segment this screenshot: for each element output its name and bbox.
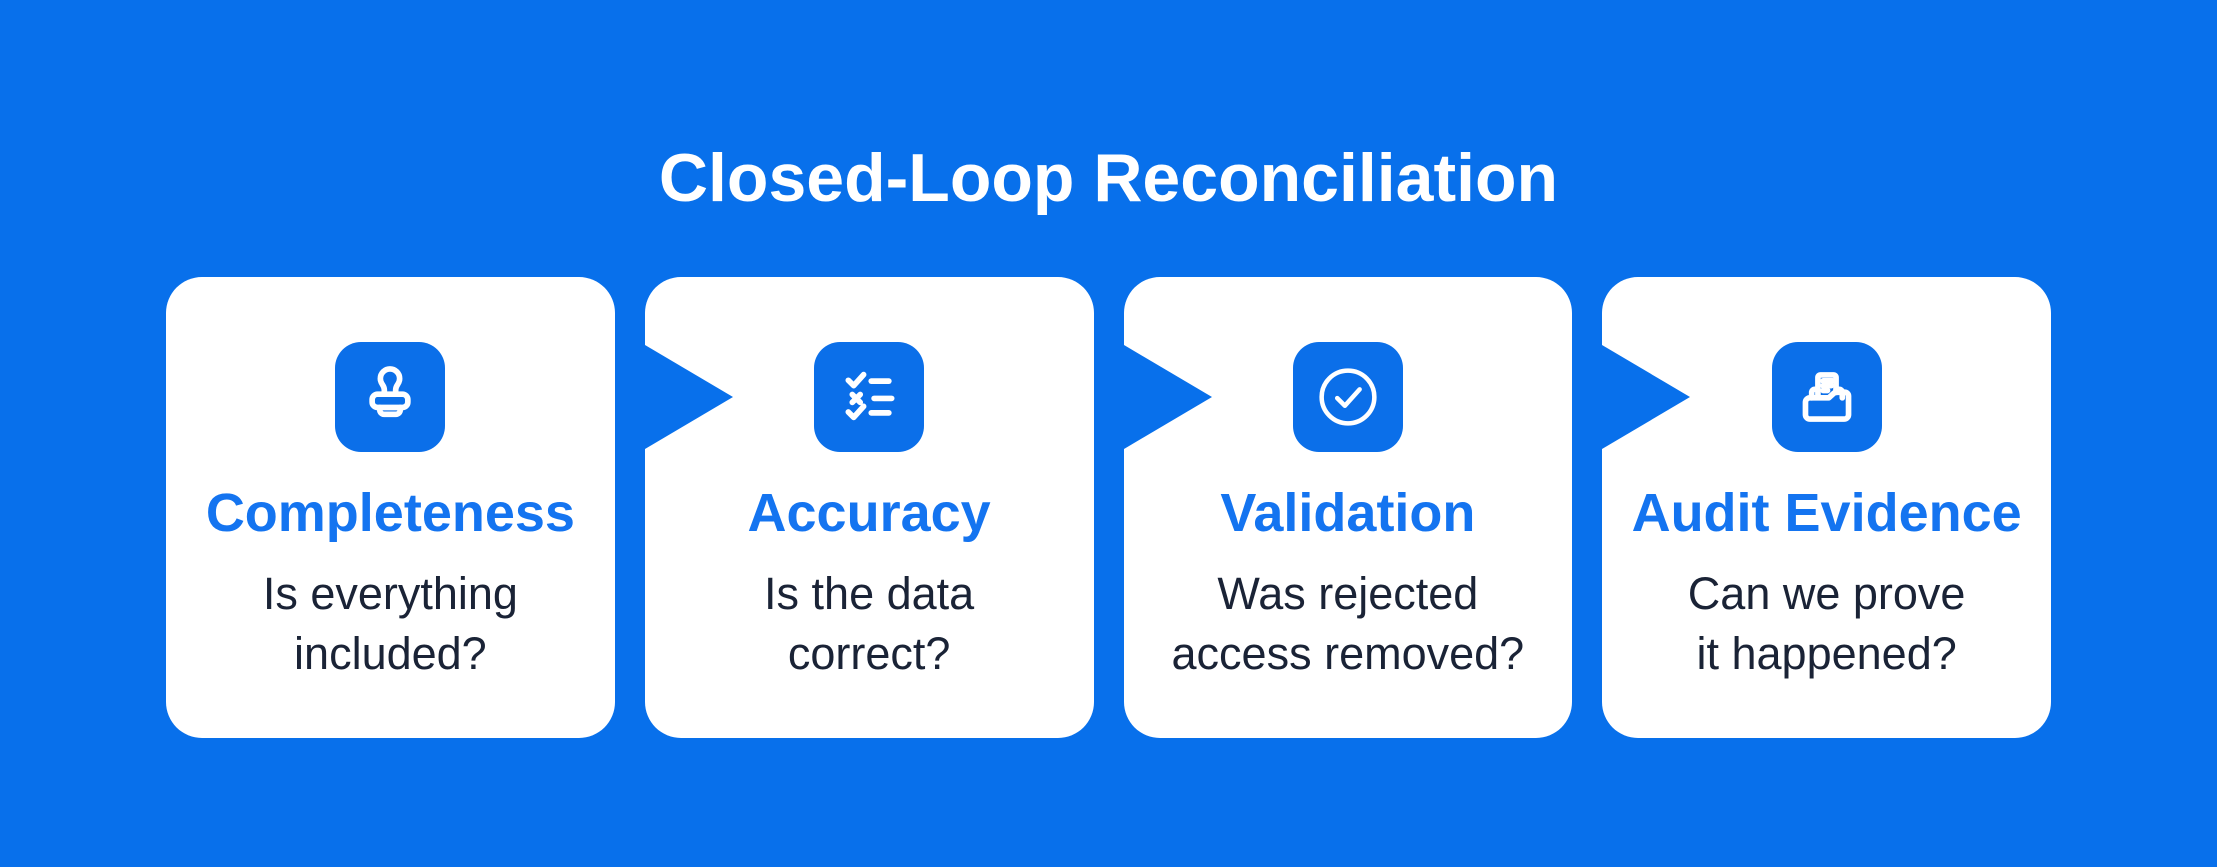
card-description-line1: Can we prove xyxy=(1687,568,1966,619)
flow-arrow-icon xyxy=(1602,345,1691,449)
card-title: Completeness xyxy=(205,483,575,543)
card-description-line2: it happened? xyxy=(1696,627,1957,679)
card-description-line1: Is the data xyxy=(764,568,975,619)
card-description: Can we prove it happened? xyxy=(1602,564,2051,684)
card-description: Is everything included? xyxy=(166,564,615,684)
card-title: Audit Evidence xyxy=(1631,483,2022,543)
card-description-line1: Was rejected xyxy=(1217,568,1479,619)
checklist-icon xyxy=(814,342,925,452)
card-audit-evidence: Audit Evidence Can we prove it happened? xyxy=(1602,277,2051,738)
page-title: Closed-Loop Reconciliation xyxy=(658,140,1559,216)
card-validation: Validation Was rejected access removed? xyxy=(1123,277,1573,738)
card-title: Accuracy xyxy=(747,483,991,543)
folder-document-icon xyxy=(1771,342,1882,452)
card-description-line2: access removed? xyxy=(1171,627,1525,679)
card-accuracy: Accuracy Is the data correct? xyxy=(644,277,1094,738)
card-title: Validation xyxy=(1220,483,1476,543)
card-completeness: Completeness Is everything included? xyxy=(166,277,615,738)
check-circle-icon xyxy=(1292,342,1403,452)
card-description-line2: correct? xyxy=(787,627,951,679)
card-description: Is the data correct? xyxy=(645,564,1094,684)
stamp-icon xyxy=(335,342,446,452)
card-description: Was rejected access removed? xyxy=(1124,564,1573,684)
card-description-line1: Is everything xyxy=(262,568,518,619)
cards-row: Completeness Is everything included? Accu… xyxy=(166,277,2051,738)
flow-arrow-icon xyxy=(644,345,733,449)
flow-arrow-icon xyxy=(1123,345,1212,449)
card-description-line2: included? xyxy=(294,627,487,679)
